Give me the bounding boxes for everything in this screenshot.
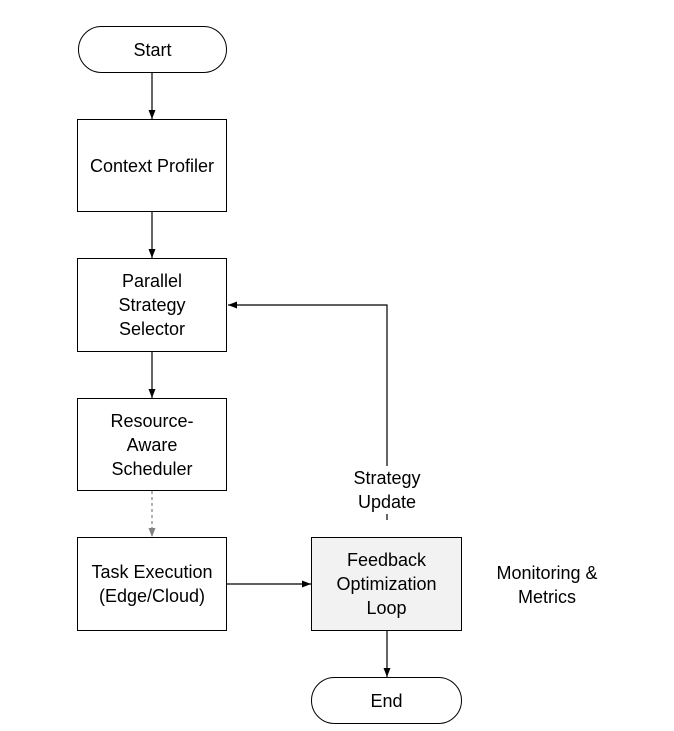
start-node: Start — [78, 26, 227, 73]
strategy-update-label: Strategy Update — [327, 466, 447, 514]
context-profiler-box: Context Profiler — [77, 119, 227, 212]
task-execution-box: Task Execution (Edge/Cloud) — [77, 537, 227, 631]
feedback-loop-box: Feedback Optimization Loop — [311, 537, 462, 631]
arrow-feedback-to-strategy-selector — [228, 301, 388, 520]
end-node: End — [311, 677, 462, 724]
strategy-selector-box: Parallel Strategy Selector — [77, 258, 227, 352]
scheduler-box: Resource- Aware Scheduler — [77, 398, 227, 491]
monitoring-metrics-label: Monitoring & Metrics — [496, 563, 598, 607]
